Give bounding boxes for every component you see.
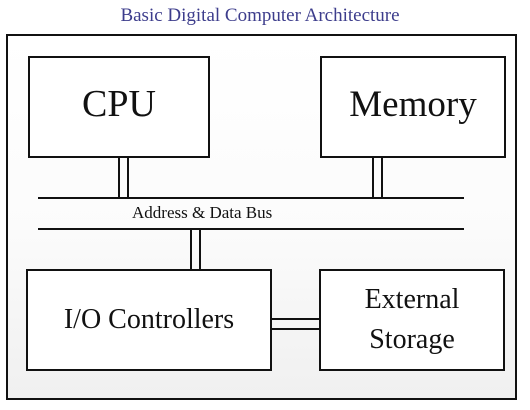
- external-storage-box: External Storage: [319, 269, 505, 371]
- diagram-title: Basic Digital Computer Architecture: [120, 5, 400, 26]
- cpu-box: CPU: [28, 56, 210, 158]
- bus-label: Address & Data Bus: [132, 203, 273, 222]
- external-storage-line2: Storage: [369, 324, 455, 355]
- io-controllers-box: I/O Controllers: [26, 269, 272, 371]
- memory-box: Memory: [320, 56, 506, 158]
- external-storage-line1: External: [364, 284, 460, 315]
- cpu-label: CPU: [82, 83, 156, 125]
- external-storage-label: External Storage: [365, 280, 460, 360]
- memory-label: Memory: [349, 83, 477, 125]
- io-controllers-label: I/O Controllers: [63, 304, 235, 335]
